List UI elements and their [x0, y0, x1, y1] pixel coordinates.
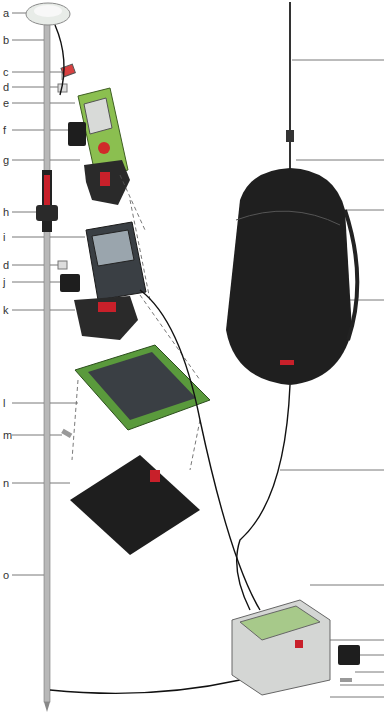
callout-letter: g	[3, 154, 9, 166]
callout-letter: e	[3, 97, 9, 109]
callout-letter: b	[3, 34, 9, 46]
callout-letter: a	[3, 7, 9, 19]
callout-letter: d	[3, 81, 9, 93]
callout-letter: o	[3, 569, 9, 581]
leader-lines	[12, 13, 384, 697]
callout-letter: n	[3, 477, 9, 489]
callout-letter: k	[3, 304, 9, 316]
callout-letter: f	[3, 124, 6, 136]
callout-letter: c	[3, 66, 9, 78]
callout-letter: i	[3, 231, 5, 243]
callout-letter: l	[3, 397, 5, 409]
callout-letter: m	[3, 429, 12, 441]
callout-letter: j	[3, 276, 5, 288]
callout-letter: d	[3, 259, 9, 271]
callout-letter: h	[3, 206, 9, 218]
